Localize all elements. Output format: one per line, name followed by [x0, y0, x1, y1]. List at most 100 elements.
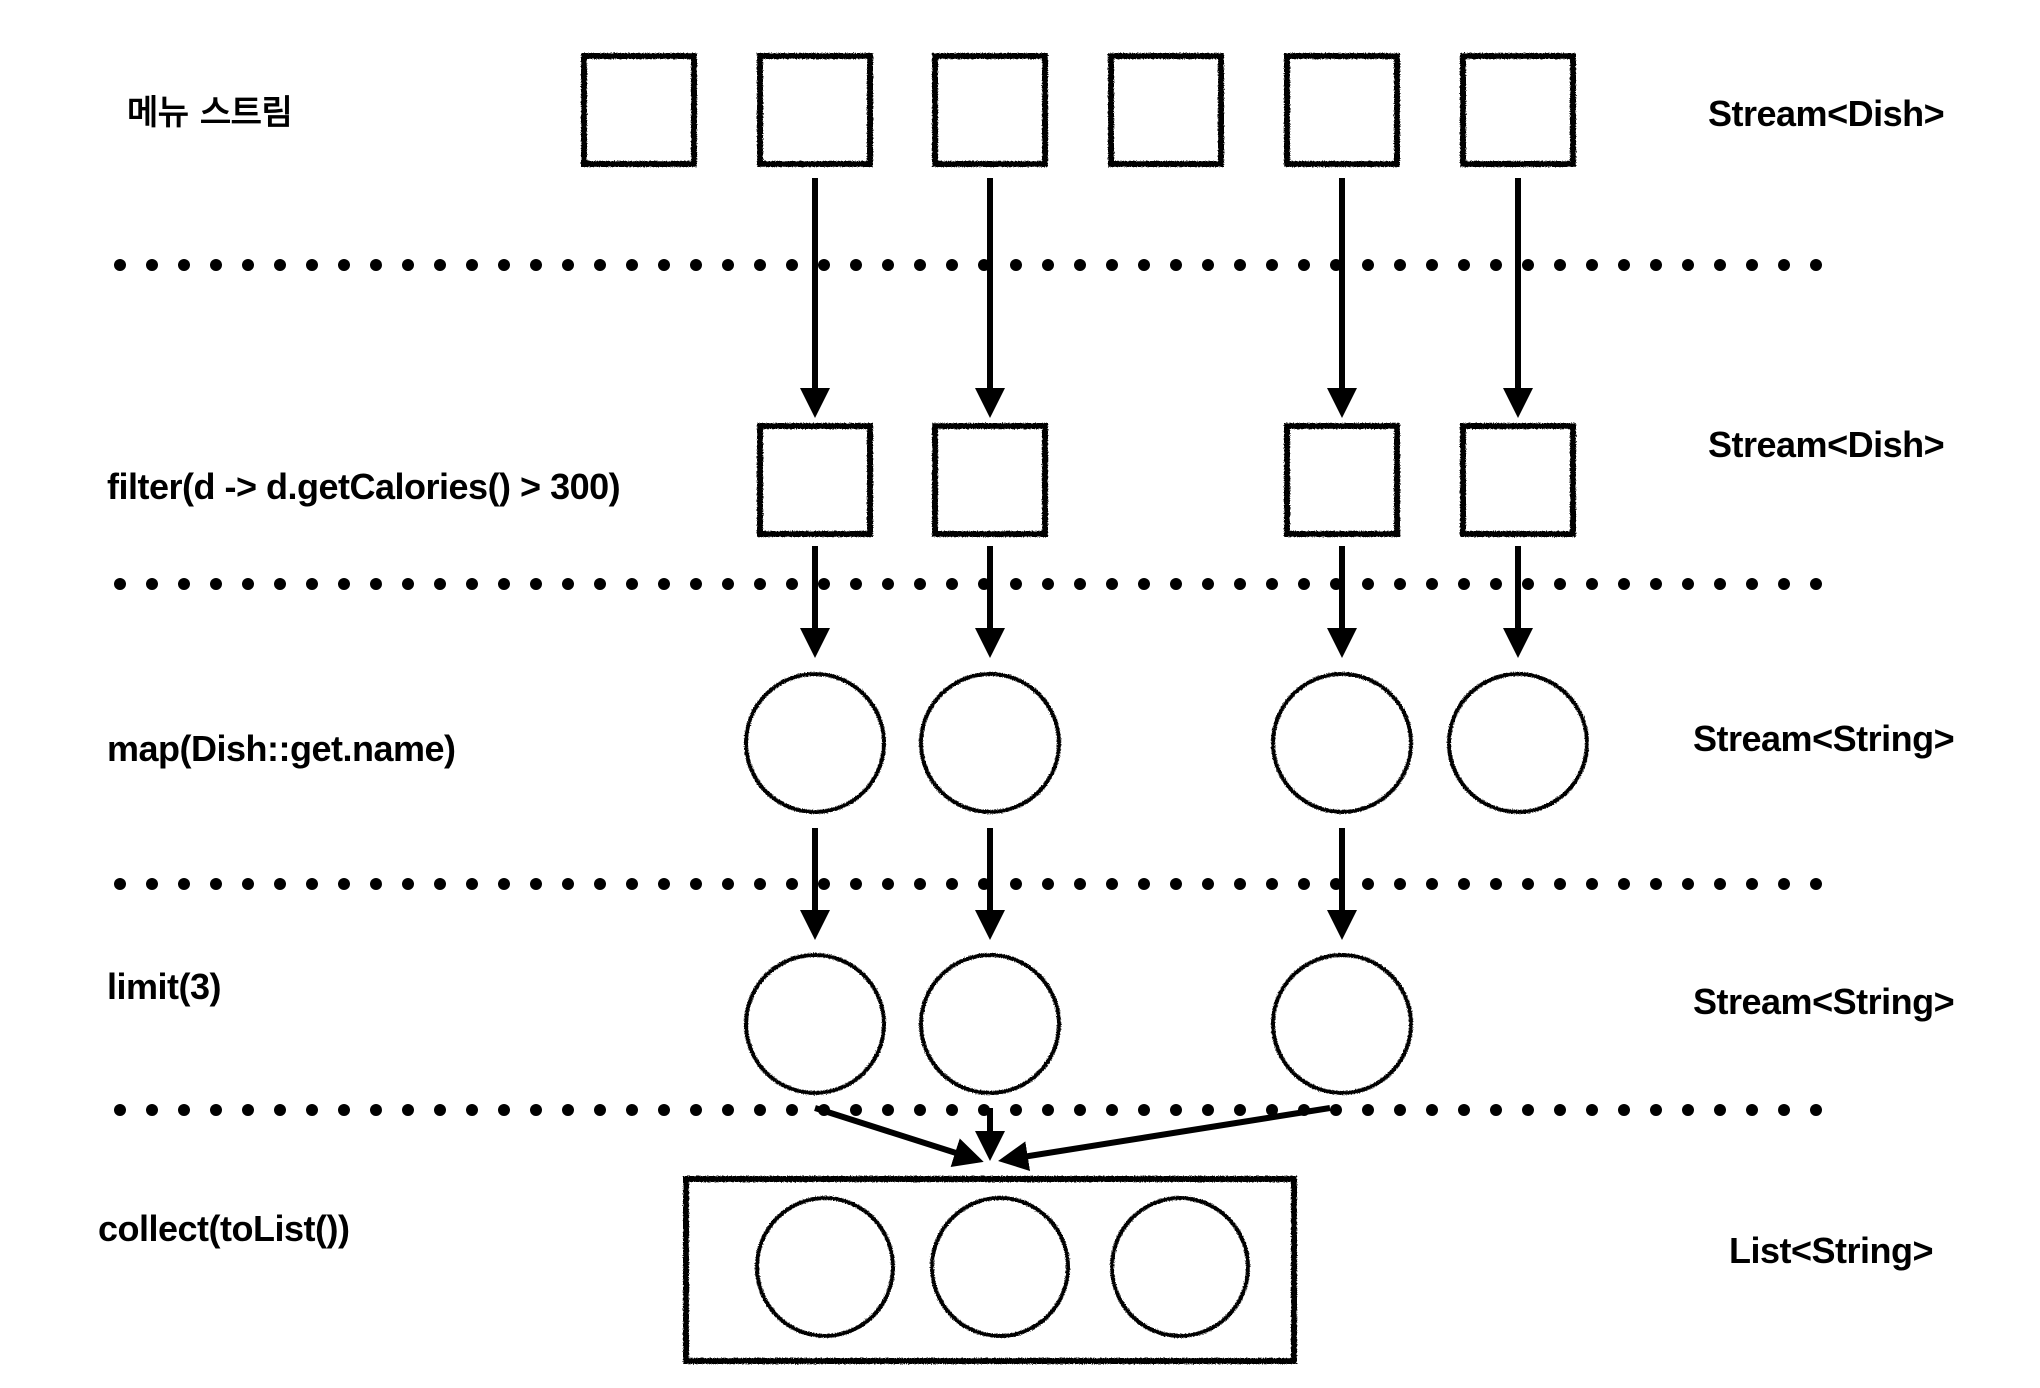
separator-dot: [178, 1104, 190, 1116]
stage-label-filter: filter(d -> d.getCalories() > 300): [107, 466, 621, 507]
separator-dot: [914, 1104, 926, 1116]
separator-dot: [1810, 1104, 1822, 1116]
stream-elements: [581, 53, 1589, 1364]
separator-dot: [850, 1104, 862, 1116]
separator-dot: [1042, 1104, 1054, 1116]
separator-dot: [1138, 578, 1150, 590]
separator-dot: [1202, 259, 1214, 271]
separator-dot: [1266, 259, 1278, 271]
dish-square-source: [581, 53, 697, 167]
separator-dot: [1394, 578, 1406, 590]
separator-dot: [626, 1104, 638, 1116]
stage-label-map: map(Dish::get.name): [107, 728, 456, 769]
separator-dot: [1074, 578, 1086, 590]
separator-dot: [594, 1104, 606, 1116]
separator-dot: [434, 259, 446, 271]
separator-dot: [1074, 878, 1086, 890]
separator-dot: [1554, 578, 1566, 590]
separator-dot: [562, 578, 574, 590]
separator-dot: [498, 578, 510, 590]
separator-dot: [1010, 1104, 1022, 1116]
separator-dot: [882, 578, 894, 590]
separator-dot: [1010, 578, 1022, 590]
separator-dot: [850, 578, 862, 590]
separator-dot: [562, 1104, 574, 1116]
stage-label-collect: collect(toList()): [98, 1208, 350, 1249]
separator-dot: [1458, 259, 1470, 271]
separator-dot: [1458, 578, 1470, 590]
separator-dot: [914, 878, 926, 890]
separator-dot: [1426, 259, 1438, 271]
separator-dot: [1138, 259, 1150, 271]
separator-dot: [1810, 878, 1822, 890]
separator-dot: [338, 259, 350, 271]
separator-dot: [946, 1104, 958, 1116]
separator-dot: [818, 259, 830, 271]
separator-dot: [1778, 259, 1790, 271]
separator-dot: [242, 578, 254, 590]
result-list-item: [755, 1196, 895, 1338]
separator-dot: [1202, 578, 1214, 590]
separator-dot: [882, 259, 894, 271]
separator-dot: [1170, 878, 1182, 890]
type-label-source: Stream<Dish>: [1708, 93, 1945, 134]
separator-dot: [1362, 1104, 1374, 1116]
separator-dot: [498, 1104, 510, 1116]
separator-dot: [1554, 1104, 1566, 1116]
separator-dot: [370, 1104, 382, 1116]
separator-dot: [370, 259, 382, 271]
separator-dot: [1746, 259, 1758, 271]
separator-dot: [1170, 259, 1182, 271]
separator-dot: [754, 259, 766, 271]
separator-dot: [1426, 1104, 1438, 1116]
separator-dot: [1778, 1104, 1790, 1116]
separator-dot: [1106, 1104, 1118, 1116]
dish-square-source: [1284, 53, 1400, 167]
separator-dot: [594, 878, 606, 890]
dish-square-source: [932, 53, 1048, 167]
separator-dot: [690, 259, 702, 271]
separator-dot: [274, 578, 286, 590]
separator-dot: [1362, 259, 1374, 271]
string-circle-limit: [744, 953, 886, 1095]
type-label-collect: List<String>: [1729, 1230, 1934, 1271]
string-circle-map: [744, 672, 886, 814]
separator-dot: [1778, 578, 1790, 590]
separator-dot: [786, 578, 798, 590]
string-circle-map: [919, 672, 1061, 814]
separator-dot: [1106, 578, 1118, 590]
separator-dot: [626, 878, 638, 890]
separator-dot: [1522, 878, 1534, 890]
separator-dot: [530, 578, 542, 590]
separator-dot: [466, 1104, 478, 1116]
separator-dot: [1490, 1104, 1502, 1116]
separator-dot: [1362, 578, 1374, 590]
separator-dot: [306, 878, 318, 890]
separator-dot: [434, 578, 446, 590]
separator-dot: [914, 259, 926, 271]
separator-dot: [690, 878, 702, 890]
separator-dot: [178, 878, 190, 890]
separator-dot: [626, 578, 638, 590]
separator-dot: [1042, 878, 1054, 890]
result-list-box: [683, 1176, 1297, 1364]
separator-dot: [306, 259, 318, 271]
separator-dot: [1682, 878, 1694, 890]
separator-dot: [786, 259, 798, 271]
separator-dot: [1618, 1104, 1630, 1116]
dish-square-filter: [932, 423, 1048, 537]
separator-dot: [1170, 578, 1182, 590]
separator-dot: [658, 259, 670, 271]
separator-dot: [946, 259, 958, 271]
separator-dot: [1586, 259, 1598, 271]
separator-dot: [754, 578, 766, 590]
separator-dot: [946, 878, 958, 890]
separator-dot: [882, 878, 894, 890]
separator-dot: [1138, 1104, 1150, 1116]
separator-dot: [530, 1104, 542, 1116]
separator-dot: [530, 259, 542, 271]
separator-dot: [1298, 259, 1310, 271]
separator-dot: [690, 1104, 702, 1116]
separator-dot: [242, 878, 254, 890]
